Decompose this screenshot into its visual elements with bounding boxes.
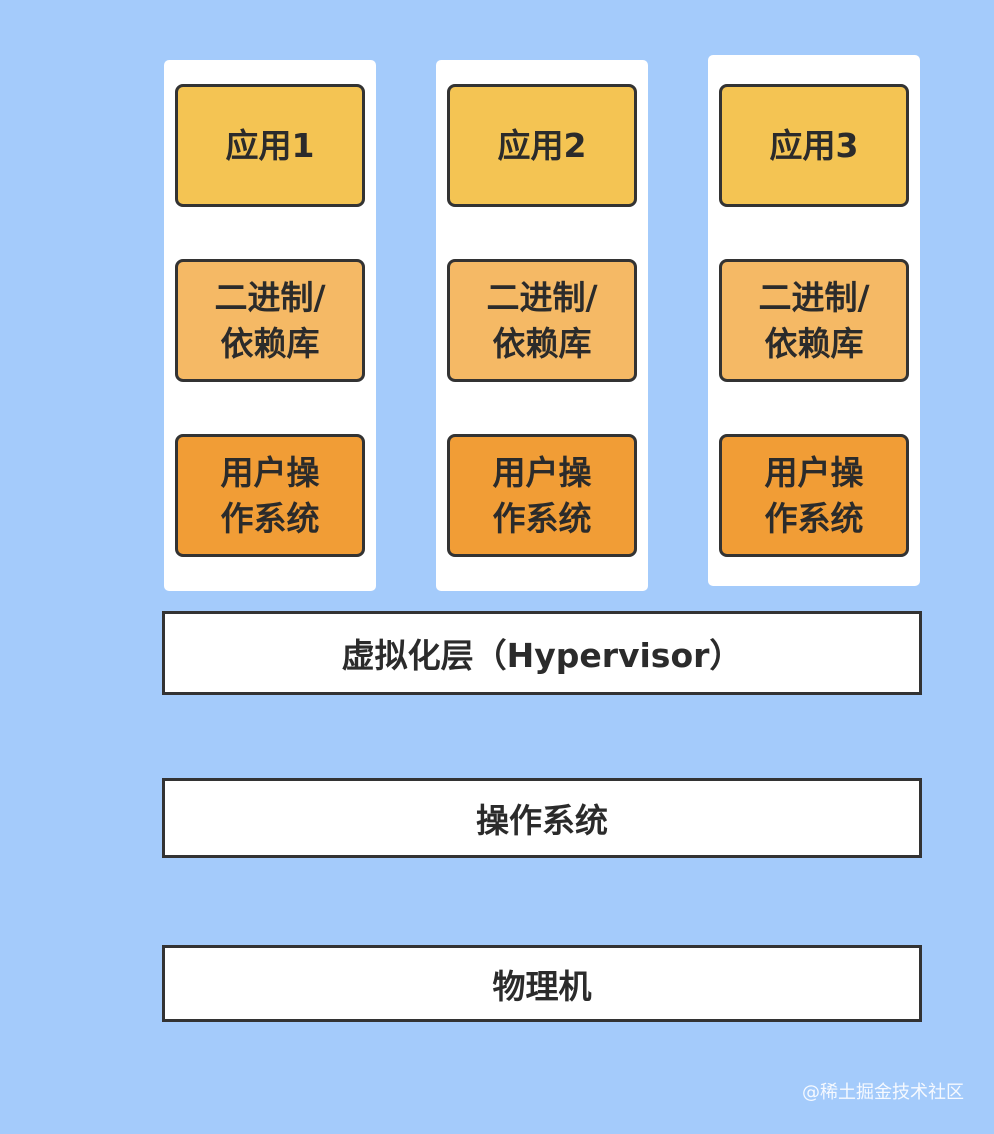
guest-os-label-2: 用户操 作系统: [492, 452, 592, 538]
guest-os-box-1: 用户操 作系统: [175, 434, 365, 557]
watermark: @稀土掘金技术社区: [802, 1082, 964, 1103]
app-box-3: 应用3: [719, 84, 909, 207]
hardware-label: 物理机: [492, 966, 592, 1006]
guest-os-label-1: 用户操 作系统: [220, 452, 320, 538]
app-box-1: 应用1: [175, 84, 365, 207]
vm-column-1: 应用1 二进制/ 依赖库 用户操 作系统: [164, 60, 376, 591]
binaries-label-2: 二进制/ 依赖库: [486, 277, 598, 363]
app-label-1: 应用1: [225, 125, 315, 165]
app-box-2: 应用2: [447, 84, 637, 207]
hypervisor-label: 虚拟化层（Hypervisor）: [341, 636, 743, 675]
host-os-label: 操作系统: [476, 801, 608, 840]
guest-os-label-3: 用户操 作系统: [764, 452, 864, 538]
binaries-box-1: 二进制/ 依赖库: [175, 259, 365, 382]
guest-os-box-2: 用户操 作系统: [447, 434, 637, 557]
vm-column-3: 应用3 二进制/ 依赖库 用户操 作系统: [708, 55, 920, 586]
hardware-layer: 物理机: [162, 945, 922, 1022]
binaries-box-3: 二进制/ 依赖库: [719, 259, 909, 382]
binaries-label-1: 二进制/ 依赖库: [214, 277, 326, 363]
guest-os-box-3: 用户操 作系统: [719, 434, 909, 557]
app-label-2: 应用2: [497, 125, 587, 165]
app-label-3: 应用3: [769, 125, 859, 165]
binaries-label-3: 二进制/ 依赖库: [758, 277, 870, 363]
binaries-box-2: 二进制/ 依赖库: [447, 259, 637, 382]
hypervisor-layer: 虚拟化层（Hypervisor）: [162, 611, 922, 695]
vm-column-2: 应用2 二进制/ 依赖库 用户操 作系统: [436, 60, 648, 591]
host-os-layer: 操作系统: [162, 778, 922, 858]
